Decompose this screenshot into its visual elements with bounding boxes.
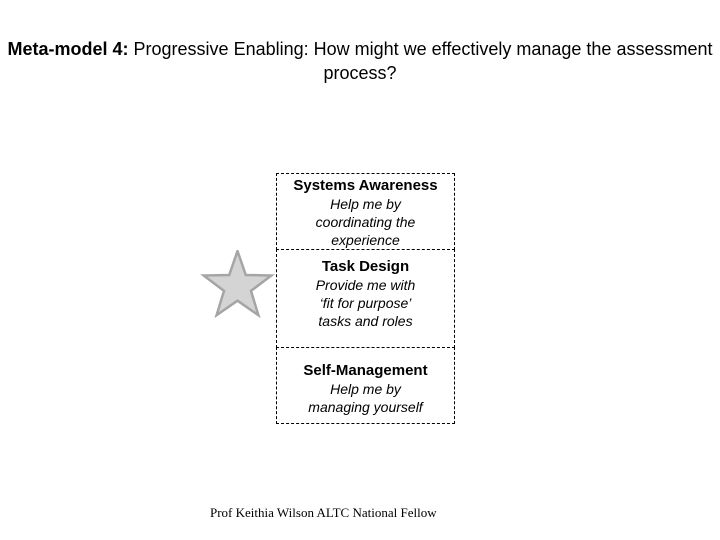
star-shape [200, 250, 275, 319]
box-self-management: Self-Management Help me by managing your… [276, 347, 455, 424]
box-task-design: Task Design Provide me with ‘fit for pur… [276, 249, 455, 348]
box-systems-awareness-line: Help me by [330, 196, 401, 212]
box-systems-awareness-title: Systems Awareness [293, 177, 438, 194]
title-bold-part: Meta-model 4: [7, 39, 129, 59]
title-rest-part: Progressive Enabling: How might we effec… [128, 39, 713, 83]
box-self-management-line: Help me by [330, 381, 401, 397]
box-task-design-line: tasks and roles [318, 313, 413, 329]
box-task-design-line: Provide me with [315, 277, 416, 293]
box-systems-awareness: Systems Awareness Help me by coordinatin… [276, 173, 455, 250]
box-self-management-line: managing yourself [308, 399, 423, 415]
box-task-design-line: ‘fit for purpose’ [319, 295, 412, 311]
footer-credit: Prof Keithia Wilson ALTC National Fellow [210, 505, 437, 520]
slide-title: Meta-model 4: Progressive Enabling: How … [0, 37, 720, 85]
stacked-boxes: Systems Awareness Help me by coordinatin… [276, 173, 455, 424]
box-systems-awareness-line: coordinating the [315, 214, 416, 230]
box-task-design-title: Task Design [321, 258, 410, 275]
star-icon [200, 250, 275, 319]
box-self-management-title: Self-Management [303, 362, 428, 379]
box-systems-awareness-line: experience [331, 232, 400, 248]
